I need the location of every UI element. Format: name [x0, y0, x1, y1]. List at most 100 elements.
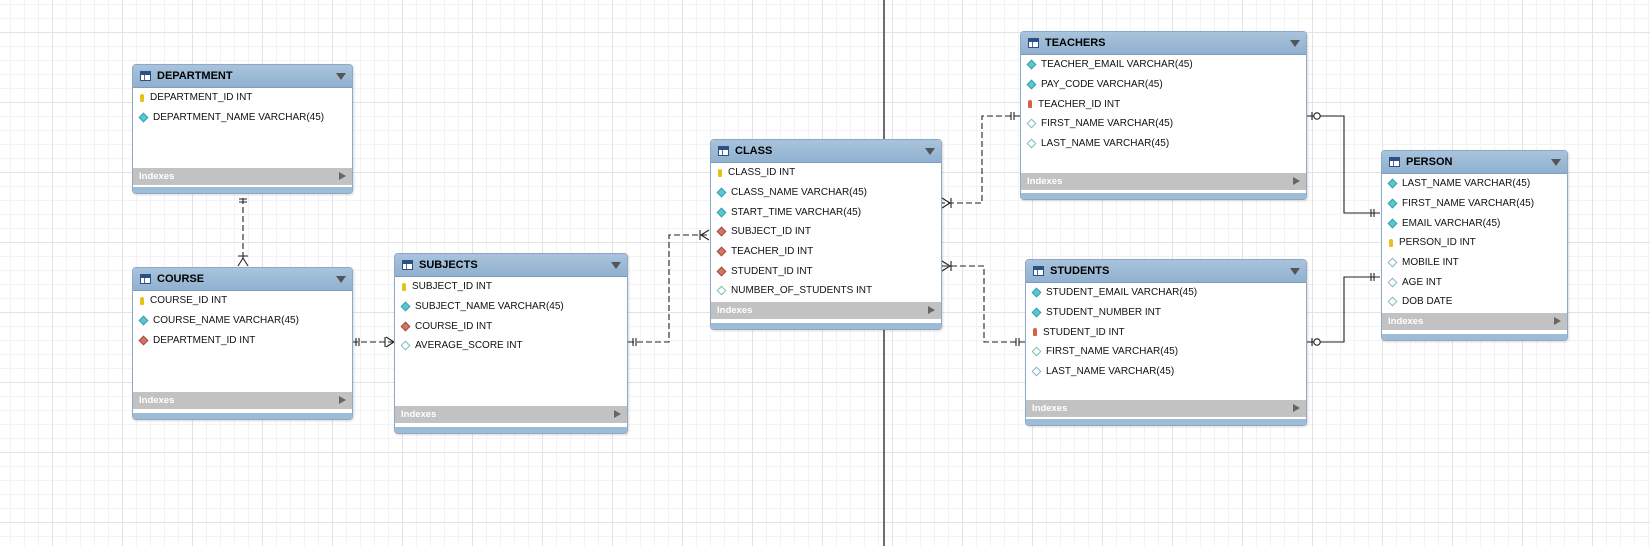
indexes-label: Indexes	[139, 395, 175, 406]
column-row[interactable]: NUMBER_OF_STUDENTS INT	[711, 281, 941, 301]
column-name: COURSE_ID INT	[415, 320, 493, 332]
primary-key-icon	[140, 296, 144, 305]
column-row[interactable]: EMAIL VARCHAR(45)	[1382, 213, 1567, 233]
column-row[interactable]: MOBILE INT	[1382, 253, 1567, 273]
entity-footer	[711, 323, 941, 329]
relationship-course-subjects[interactable]	[352, 336, 396, 348]
indexes-section[interactable]: Indexes	[1382, 313, 1567, 330]
column-row[interactable]: START_TIME VARCHAR(45)	[711, 202, 941, 222]
collapse-arrow-icon[interactable]	[1551, 159, 1561, 166]
relationship-person-teachers[interactable]	[1307, 112, 1380, 217]
expand-arrow-icon[interactable]	[339, 396, 346, 404]
column-row[interactable]: STUDENT_ID INT	[711, 261, 941, 281]
column-row[interactable]: AVERAGE_SCORE INT	[395, 336, 627, 356]
indexes-section[interactable]: Indexes	[1021, 173, 1306, 190]
foreign-key-column-icon	[716, 266, 727, 277]
collapse-arrow-icon[interactable]	[336, 73, 346, 80]
column-row[interactable]: CLASS_ID INT	[711, 163, 941, 183]
subjects-entity[interactable]: SUBJECTS SUBJECT_ID INT SUBJECT_NAME VAR…	[394, 253, 628, 434]
collapse-arrow-icon[interactable]	[925, 148, 935, 155]
entity-title: COURSE	[157, 273, 205, 285]
students-entity[interactable]: STUDENTS STUDENT_EMAIL VARCHAR(45) STUDE…	[1025, 259, 1307, 426]
relationship-teachers-class[interactable]	[941, 112, 1020, 209]
entity-header[interactable]: TEACHERS	[1021, 32, 1306, 55]
entity-title: DEPARTMENT	[157, 70, 233, 82]
entity-footer	[1382, 334, 1567, 340]
entity-header[interactable]: SUBJECTS	[395, 254, 627, 277]
column-row[interactable]: SUBJECT_ID INT	[395, 277, 627, 297]
relationship-person-students[interactable]	[1307, 273, 1380, 346]
expand-arrow-icon[interactable]	[1293, 177, 1300, 185]
column-row[interactable]: COURSE_NAME VARCHAR(45)	[133, 311, 352, 331]
column-name: START_TIME VARCHAR(45)	[731, 206, 862, 218]
column-row[interactable]: STUDENT_ID INT	[1026, 322, 1306, 342]
expand-arrow-icon[interactable]	[1554, 317, 1561, 325]
column-row[interactable]: COURSE_ID INT	[395, 316, 627, 336]
column-name: SUBJECT_NAME VARCHAR(45)	[415, 301, 564, 313]
entity-header[interactable]: COURSE	[133, 268, 352, 291]
entity-footer	[1021, 193, 1306, 199]
column-name: LAST_NAME VARCHAR(45)	[1046, 366, 1175, 378]
column-name: SUBJECT_ID INT	[412, 281, 493, 293]
class-entity[interactable]: CLASS CLASS_ID INT CLASS_NAME VARCHAR(45…	[710, 139, 942, 330]
expand-arrow-icon[interactable]	[614, 410, 621, 418]
collapse-arrow-icon[interactable]	[1290, 40, 1300, 47]
column-row[interactable]: SUBJECT_ID INT	[711, 222, 941, 242]
course-entity[interactable]: COURSE COURSE_ID INT COURSE_NAME VARCHAR…	[132, 267, 353, 420]
table-icon	[1389, 157, 1400, 167]
column-row[interactable]: FIRST_NAME VARCHAR(45)	[1026, 342, 1306, 362]
teachers-entity[interactable]: TEACHERS TEACHER_EMAIL VARCHAR(45) PAY_C…	[1020, 31, 1307, 200]
column-row[interactable]: DOB DATE	[1382, 292, 1567, 312]
relationship-department-course[interactable]	[237, 198, 249, 267]
column-row[interactable]: COURSE_ID INT	[133, 291, 352, 311]
column-row[interactable]: LAST_NAME VARCHAR(45)	[1382, 174, 1567, 194]
expand-arrow-icon[interactable]	[339, 172, 346, 180]
column-row[interactable]: STUDENT_EMAIL VARCHAR(45)	[1026, 283, 1306, 303]
column-row[interactable]: TEACHER_ID INT	[711, 242, 941, 262]
column-row[interactable]: DEPARTMENT_NAME VARCHAR(45)	[133, 108, 352, 128]
column-name: STUDENT_NUMBER INT	[1046, 307, 1162, 319]
column-row[interactable]: PAY_CODE VARCHAR(45)	[1021, 75, 1306, 95]
collapse-arrow-icon[interactable]	[1290, 268, 1300, 275]
entity-header[interactable]: DEPARTMENT	[133, 65, 352, 88]
collapse-arrow-icon[interactable]	[611, 262, 621, 269]
table-icon	[140, 71, 151, 81]
collapse-arrow-icon[interactable]	[336, 276, 346, 283]
column-row[interactable]: TEACHER_EMAIL VARCHAR(45)	[1021, 55, 1306, 75]
column-row[interactable]: SUBJECT_NAME VARCHAR(45)	[395, 297, 627, 317]
not-null-column-icon	[1026, 59, 1037, 70]
column-row[interactable]: PERSON_ID INT	[1382, 233, 1567, 253]
indexes-section[interactable]: Indexes	[133, 168, 352, 185]
not-null-column-icon	[1031, 287, 1042, 298]
indexes-section[interactable]: Indexes	[711, 302, 941, 319]
column-row[interactable]: AGE INT	[1382, 272, 1567, 292]
column-row[interactable]: CLASS_NAME VARCHAR(45)	[711, 183, 941, 203]
entity-header[interactable]: PERSON	[1382, 151, 1567, 174]
column-row[interactable]: LAST_NAME VARCHAR(45)	[1021, 134, 1306, 154]
indexes-section[interactable]: Indexes	[395, 406, 627, 423]
column-row[interactable]: FIRST_NAME VARCHAR(45)	[1382, 194, 1567, 214]
column-row[interactable]: FIRST_NAME VARCHAR(45)	[1021, 114, 1306, 134]
indexes-section[interactable]: Indexes	[133, 392, 352, 409]
column-row[interactable]: TEACHER_ID INT	[1021, 94, 1306, 114]
person-entity[interactable]: PERSON LAST_NAME VARCHAR(45) FIRST_NAME …	[1381, 150, 1568, 341]
indexes-label: Indexes	[1027, 176, 1063, 187]
column-row[interactable]: STUDENT_NUMBER INT	[1026, 303, 1306, 323]
department-entity[interactable]: DEPARTMENT DEPARTMENT_ID INT DEPARTMENT_…	[132, 64, 353, 194]
foreign-key-column-icon	[400, 321, 411, 332]
column-name: DEPARTMENT_NAME VARCHAR(45)	[153, 112, 325, 124]
relationship-students-class[interactable]	[941, 260, 1025, 346]
column-row[interactable]: LAST_NAME VARCHAR(45)	[1026, 362, 1306, 382]
column-row[interactable]: DEPARTMENT_ID INT	[133, 88, 352, 108]
indexes-section[interactable]: Indexes	[1026, 400, 1306, 417]
entity-header[interactable]: CLASS	[711, 140, 941, 163]
column-name: CLASS_ID INT	[728, 167, 796, 179]
entity-title: STUDENTS	[1050, 265, 1110, 277]
column-row[interactable]: DEPARTMENT_ID INT	[133, 330, 352, 350]
expand-arrow-icon[interactable]	[1293, 404, 1300, 412]
entity-header[interactable]: STUDENTS	[1026, 260, 1306, 283]
expand-arrow-icon[interactable]	[928, 306, 935, 314]
not-null-column-icon	[1387, 198, 1398, 209]
relationship-subjects-class[interactable]	[628, 229, 710, 346]
